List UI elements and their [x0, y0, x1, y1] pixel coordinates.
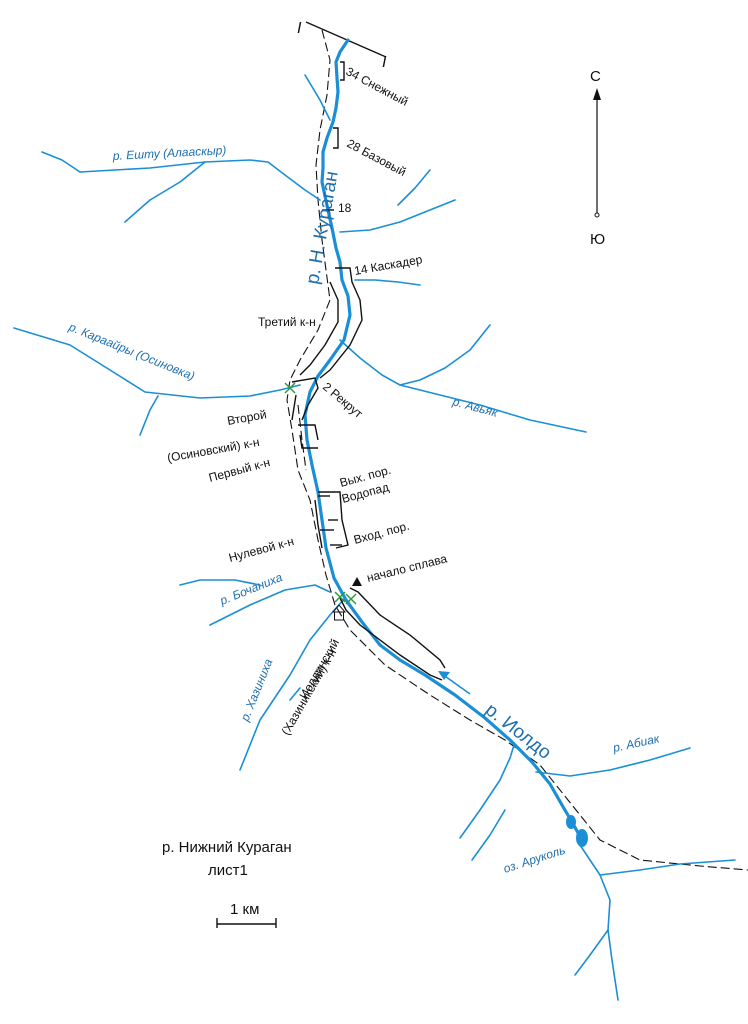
label-canyon-first: Первый к-н [207, 455, 271, 485]
lake-arukol-west [566, 815, 576, 829]
river-bochaniha [209, 584, 331, 626]
river-karaairy [13, 327, 301, 399]
river-south-1 [459, 744, 515, 839]
scale-label: 1 км [230, 901, 259, 918]
label-canyon-ioldinsky-line2: (Хазиникский) к-н [278, 646, 339, 737]
canyon-third-bracket [299, 267, 363, 379]
crossing-marker-3 [345, 593, 357, 605]
crossing-marker-1 [284, 382, 296, 394]
river-abiak [535, 747, 691, 777]
label-river-ioldo: р. Иолдо [481, 699, 555, 763]
canyon-second-bracket [291, 377, 319, 421]
label-canyon-zero: Нулевой к-н [227, 534, 295, 565]
compass-north-label: С [590, 68, 601, 85]
map-sheet: лист1 [208, 862, 248, 879]
river-south-2 [471, 809, 506, 861]
label-river-hazinikha: р. Хазиниха [237, 657, 275, 725]
river-hazinikha-branch [289, 687, 301, 701]
river-lake-out [579, 844, 619, 1001]
river-karaairy-branch [139, 395, 159, 436]
river-avyak [339, 339, 587, 433]
lake-arukol-east [576, 829, 588, 847]
river-east-1b [397, 169, 431, 206]
label-lake-arukol: оз. Аруколь [502, 843, 567, 876]
label-rapid-entry: Вход. пор. [352, 519, 411, 547]
label-river-abiak: р. Абиак [611, 731, 662, 755]
trail-2 [297, 404, 307, 471]
main-river [303, 38, 584, 842]
label-canyon-third: Третий к-н [258, 315, 316, 329]
canyon-first-bracket [298, 424, 319, 449]
label-rapid-bazovy: 28 Базовый [345, 136, 409, 179]
label-start: начало сплава [365, 551, 448, 585]
label-canyon-second-line1: Второй [226, 407, 268, 428]
section-mark-right: I [382, 54, 387, 71]
river-eshtu-branch-2 [41, 151, 81, 173]
river-lake-out-branch-2 [574, 929, 609, 976]
trail [286, 29, 748, 871]
label-rapid-18: 18 [338, 201, 352, 215]
river-lake-out-branch [599, 859, 736, 876]
river-east-upper [304, 74, 331, 121]
canyon-zero-bracket [314, 491, 349, 549]
hut-icon [331, 604, 347, 621]
river-eshtu-branch-1 [124, 161, 206, 223]
canyon-ioldinsky-bracket [339, 587, 446, 681]
south-mark-icon [594, 212, 600, 218]
label-rapid-snezhny: 34 Снежный [344, 64, 411, 109]
label-rapid-kaskader: 14 Каскадер [353, 252, 424, 278]
rapid-ticks [318, 61, 345, 546]
label-river-avyak: р. Авьяк [450, 394, 500, 420]
section-mark-left: I [297, 20, 302, 37]
label-river-karaairy: р. Караайры (Осиновка) [66, 319, 197, 383]
north-arrow-icon [593, 88, 601, 100]
label-rapid-rekrut: 2 Рекрут [320, 380, 366, 422]
flow-arrow-icon [438, 671, 471, 695]
scale-bar: 1 км [216, 901, 277, 928]
compass-south-label: Ю [590, 231, 605, 248]
river-east-2 [354, 279, 421, 286]
river-bochaniha-2 [179, 579, 261, 586]
label-river-eshtu: р. Ешту (Алааскыр) [111, 143, 226, 163]
compass: С Ю [590, 68, 605, 248]
section-line: I I [297, 20, 387, 71]
river-east-1 [339, 199, 456, 233]
river-avyak-branch [399, 324, 491, 386]
start-triangle-icon [352, 577, 362, 586]
label-river-bochaniha: р. Бочаниха [217, 570, 285, 608]
river-eshtu [79, 159, 321, 201]
crossing-marker-2 [334, 591, 346, 603]
map-title: р. Нижний Кураган [162, 839, 292, 856]
